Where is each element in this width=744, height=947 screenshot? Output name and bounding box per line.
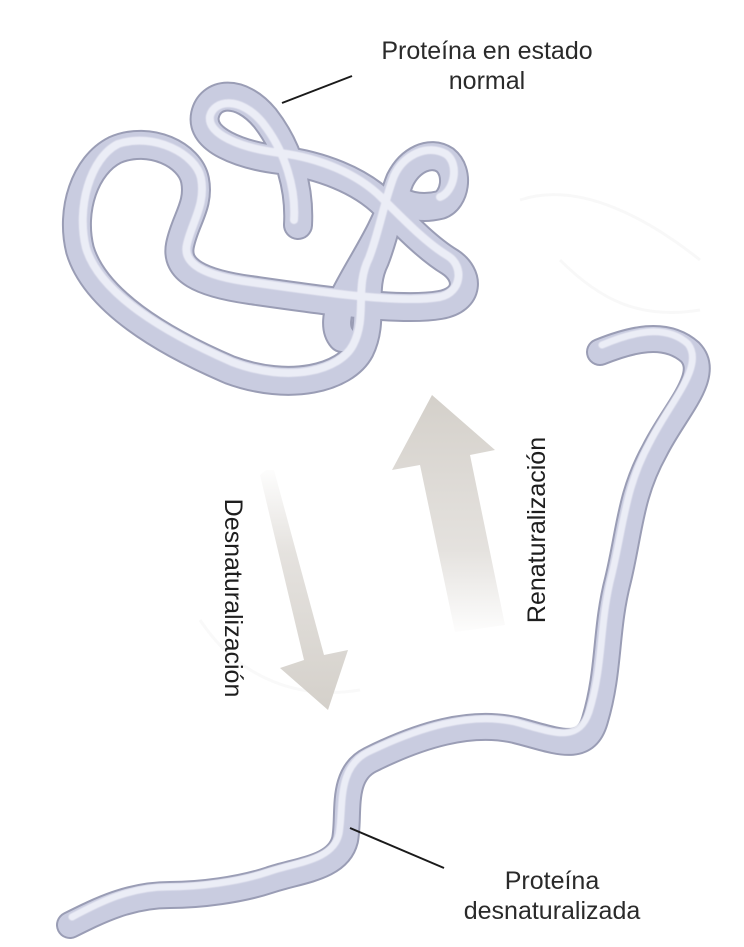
normal-leader-line (282, 76, 352, 103)
denatured-protein-label: Proteína desnaturalizada (442, 866, 662, 926)
renaturation-label: Renaturalización (522, 400, 552, 660)
denatured-label-line2: desnaturalizada (442, 896, 662, 926)
denaturation-label: Desnaturalización (218, 468, 248, 728)
normal-label-line1: Proteína en estado (352, 36, 622, 66)
denatured-leader-line (350, 828, 444, 868)
unfolded-protein-strand (70, 332, 697, 925)
renaturation-arrow (392, 395, 505, 632)
normal-label-line2: normal (352, 66, 622, 96)
folded-protein-strand (77, 97, 464, 381)
denaturation-arrow (260, 470, 348, 710)
normal-protein-label: Proteína en estado normal (352, 36, 622, 96)
denatured-label-line1: Proteína (442, 866, 662, 896)
